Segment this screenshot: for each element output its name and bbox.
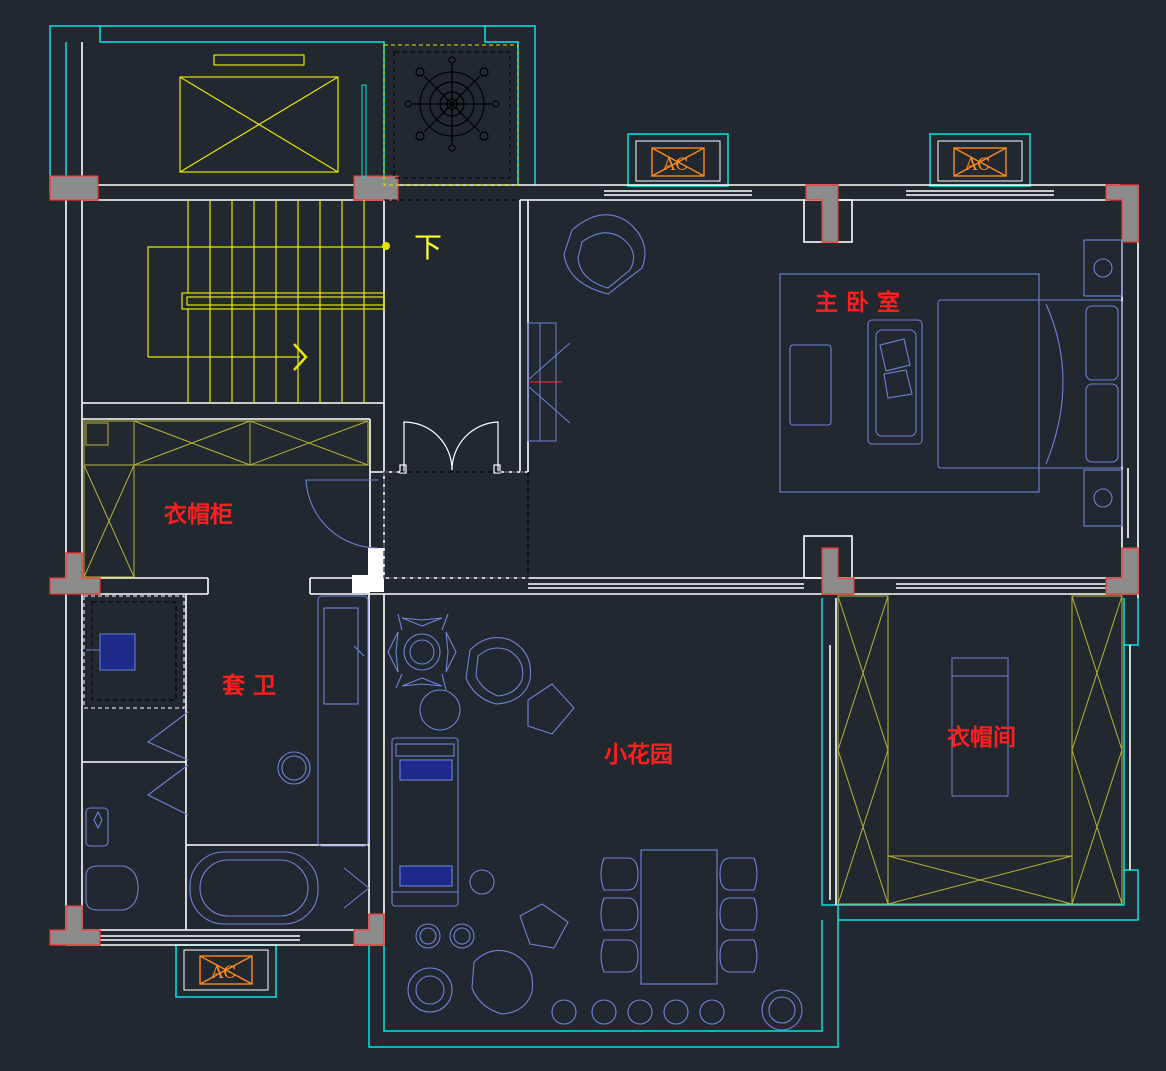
doors — [399, 421, 501, 474]
closet-shelving — [837, 595, 1123, 905]
room-label-small-garden: 小花园 — [604, 742, 673, 768]
room-label-wardrobe-cabinet: 衣帽柜 — [164, 501, 233, 528]
shower-area — [83, 595, 185, 709]
garden-furniture — [387, 613, 803, 1031]
room-label-walk-in-closet: 衣帽间 — [947, 724, 1016, 751]
bedroom-furniture — [563, 214, 1123, 527]
column-white — [368, 548, 384, 592]
outer-outline — [49, 25, 1139, 1048]
walls — [65, 42, 1139, 946]
wardrobe-cabinet-shelves — [83, 420, 369, 578]
ac-label-2: AC — [964, 155, 990, 175]
sliding-doors — [343, 322, 571, 909]
bathroom-fixtures — [85, 595, 369, 925]
elevator-shaft — [179, 54, 339, 173]
ac-label-3: AC — [210, 963, 236, 983]
room-label-ensuite-bath: 套 卫 — [222, 673, 276, 699]
room-label-master-bedroom: 主 卧 室 — [815, 289, 900, 316]
ornament-tile — [383, 44, 519, 186]
ac-label-1: AC — [662, 155, 688, 175]
ac-units — [183, 140, 1023, 991]
stair-direction-label: 下 — [414, 231, 442, 264]
staircase — [147, 200, 385, 403]
structural-columns — [49, 175, 1139, 946]
